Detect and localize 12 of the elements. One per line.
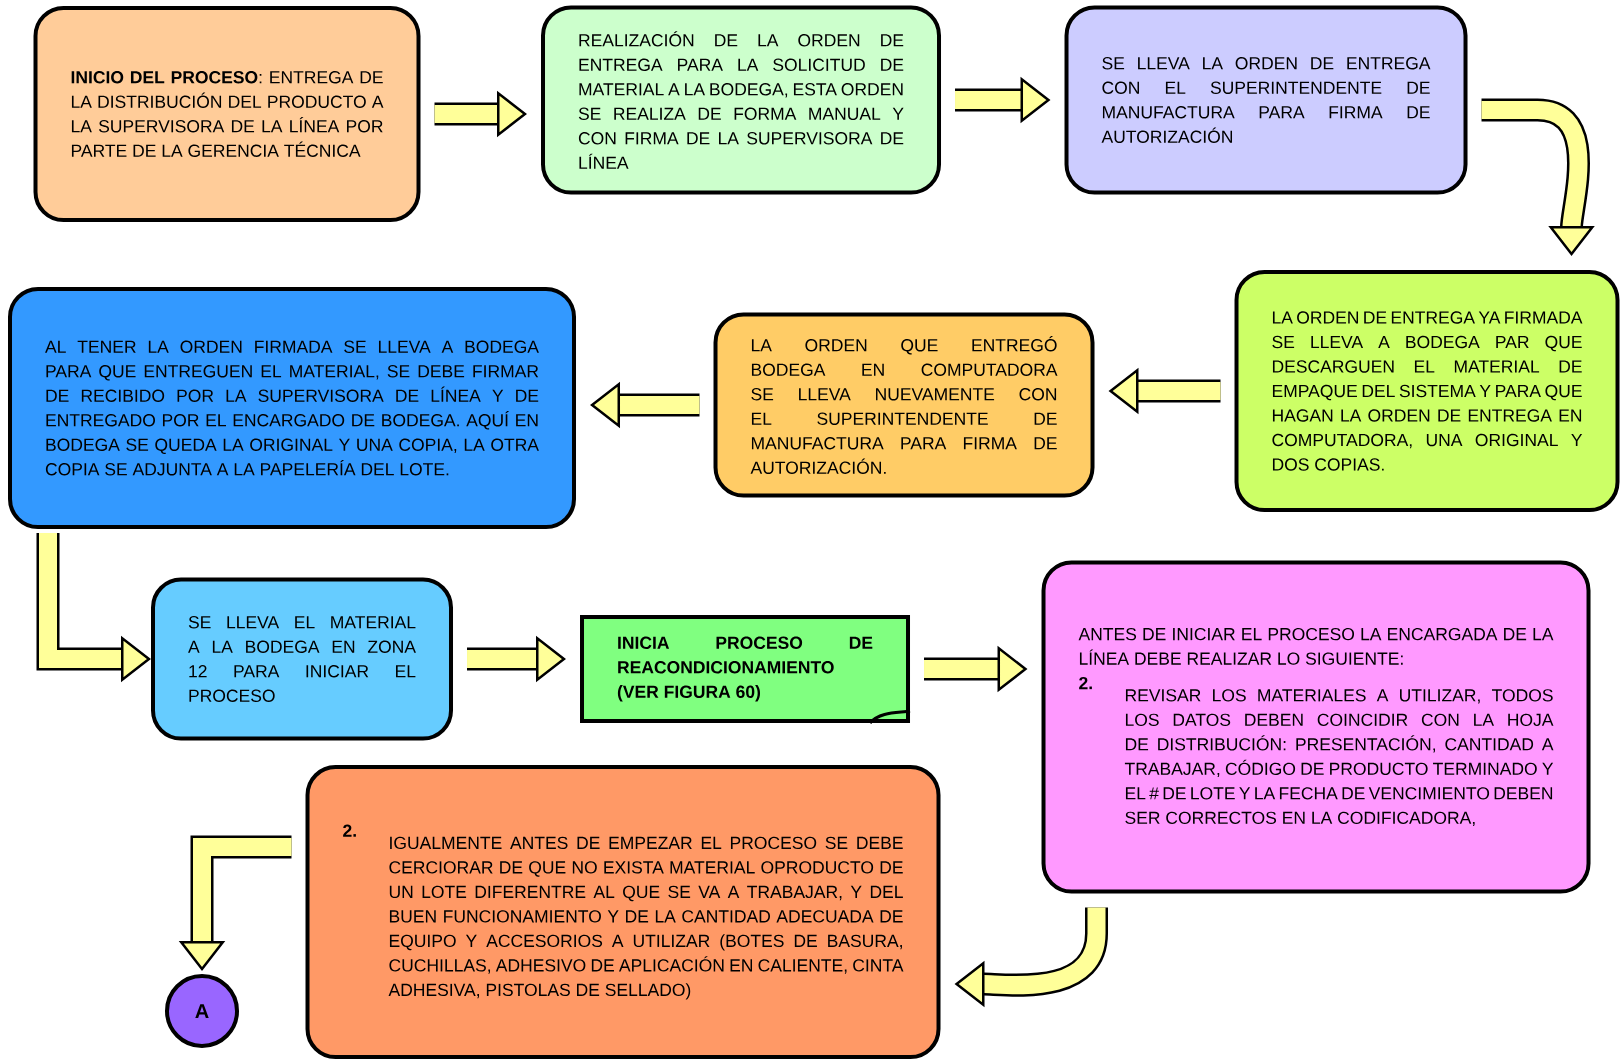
process-box: AL TENER LA ORDEN FIRMADA SE LLEVA A BODEGA PARA QUE ENTREGUEN EL MATERIAL, SE DEBE FIRMAR DE RECIBIDO POR LA SUPERVISORA DE LÍNEA Y DE ENTREGADO POR EL ENCARGADO DE BODEGA. AQUÍ EN BODEGA SE QUEDA LA ORIGINAL Y UNA COPIA, LA OTRA COPIA SE ADJUNTA A LA PAPELERÍA DEL LOTE.	[8, 287, 576, 529]
process-box: ANTES DE INICIAR EL PROCESO LA ENCARGADA DE LA LÍNEA DEBE REALIZAR LO SIGUIENTE: 2. REVISAR LOS MATERIALES A UTILIZAR, TODOS LOS DATOS DEBEN COINCIDIR CON LA HOJA DE DISTRIBUCIÓN: PRESENTACIÓN, CANTIDAD A TRABAJAR, CÓDIGO DE PRODUCTO TERMINADO Y EL # DE LOTE Y LA FECHA DE VENCIMIENTO DEBEN SER CORRECTOS EN LA CODIFICADORA,	[1041, 560, 1591, 894]
block-arrow	[1481, 98, 1595, 256]
note-box: INICIA PROCESO DE REACONDICIONAMIENTO (VER FIGURA 60)	[580, 615, 911, 725]
process-box: SE LLEVA LA ORDEN DE ENTREGA CON EL SUPERINTENDENTE DE MANUFACTURA PARA FIRMA DE AUTORIZACIÓN	[1064, 5, 1468, 195]
process-box: 2. IGUALMENTE ANTES DE EMPEZAR EL PROCESO SE DEBE CERCIORAR DE QUE NO EXISTA MATERIAL OPRODUCTO DE UN LOTE DIFERENTRE AL QUE SE VA A TRABAJAR, Y DEL BUEN FUNCIONAMIENTO Y DE LA CANTIDAD ADECUADA DE EQUIPO Y ACCESORIOS A UTILIZAR (BOTES DE BASURA, CUCHILLAS, ADHESIVO DE APLICACIÓN EN CALIENTE, CINTA ADHESIVA, PISTOLAS DE SELLADO)	[305, 765, 941, 1059]
process-box: REALIZACIÓN DE LA ORDEN DE ENTREGA PARA LA SOLICITUD DE MATERIAL A LA BODEGA, ESTA ORDEN SE REALIZA DE FORMA MANUAL Y CON FIRMA DE LA SUPERVISORA DE LÍNEA	[541, 5, 941, 195]
process-box: INICIO DEL PROCESO: ENTREGA DE LA DISTRIBUCIÓN DEL PRODUCTO A LA SUPERVISORA DE LA LÍNEA POR PARTE DE LA GERENCIA TÉCNICA	[33, 6, 421, 222]
circle-node: A	[165, 974, 239, 1048]
process-box: LA ORDEN DE ENTREGA YA FIRMADA SE LLEVA A BODEGA PAR QUE DESCARGUEN EL MATERIAL DE EMPAQUE DEL SISTEMA Y PARA QUE HAGAN LA ORDEN DE ENTREGA EN COMPUTADORA, UNA ORIGINAL Y DOS COPIAS.	[1234, 270, 1620, 512]
process-box: LA ORDEN QUE ENTREGÓ BODEGA EN COMPUTADORA SE LLEVA NUEVAMENTE CON EL SUPERINTENDENTE DE MANUFACTURA PARA FIRMA DE AUTORIZACIÓN.	[713, 312, 1095, 498]
process-box: SE LLEVA EL MATERIAL A LA BODEGA EN ZONA 12 PARA INICIAR EL PROCESO	[151, 577, 453, 741]
